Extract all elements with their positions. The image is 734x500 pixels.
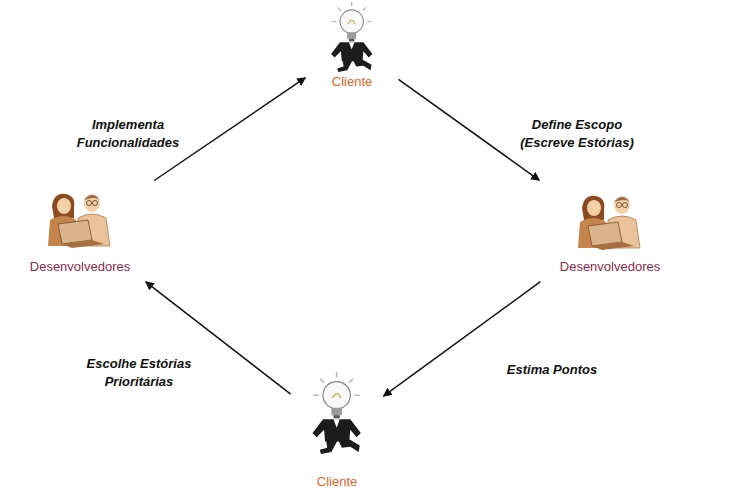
edge-label: Implementa Funcionalidades (68, 116, 188, 151)
developers-node: Desenvolvedores (10, 185, 150, 277)
node-label: Cliente (317, 474, 357, 490)
developers-icon (578, 196, 640, 250)
edge-label: Escolhe Estórias Prioritárias (64, 355, 214, 390)
developers-node: Desenvolvedores (540, 185, 680, 277)
flow-arrow (399, 79, 540, 180)
client-icon (313, 372, 361, 454)
edge-label-holder: Implementa Funcionalidades (68, 116, 188, 151)
client-icon (331, 2, 372, 72)
edge-label: Define Escopo (Escreve Estórias) (507, 116, 647, 151)
client-node: Cliente (297, 368, 377, 492)
edge-label-holder: Define Escopo (Escreve Estórias) (507, 116, 647, 151)
client-node: Cliente (312, 0, 392, 92)
edge-label-holder: Escolhe Estórias Prioritárias (64, 355, 214, 390)
flow-arrow (154, 78, 305, 181)
developers-icon (48, 194, 110, 248)
node-label: Desenvolvedores (560, 259, 660, 275)
edge-label: Estima Pontos (492, 361, 612, 379)
edge-label-holder: Estima Pontos (492, 361, 612, 379)
node-label: Cliente (332, 74, 372, 90)
node-label: Desenvolvedores (30, 259, 130, 275)
flow-arrow (383, 282, 540, 396)
